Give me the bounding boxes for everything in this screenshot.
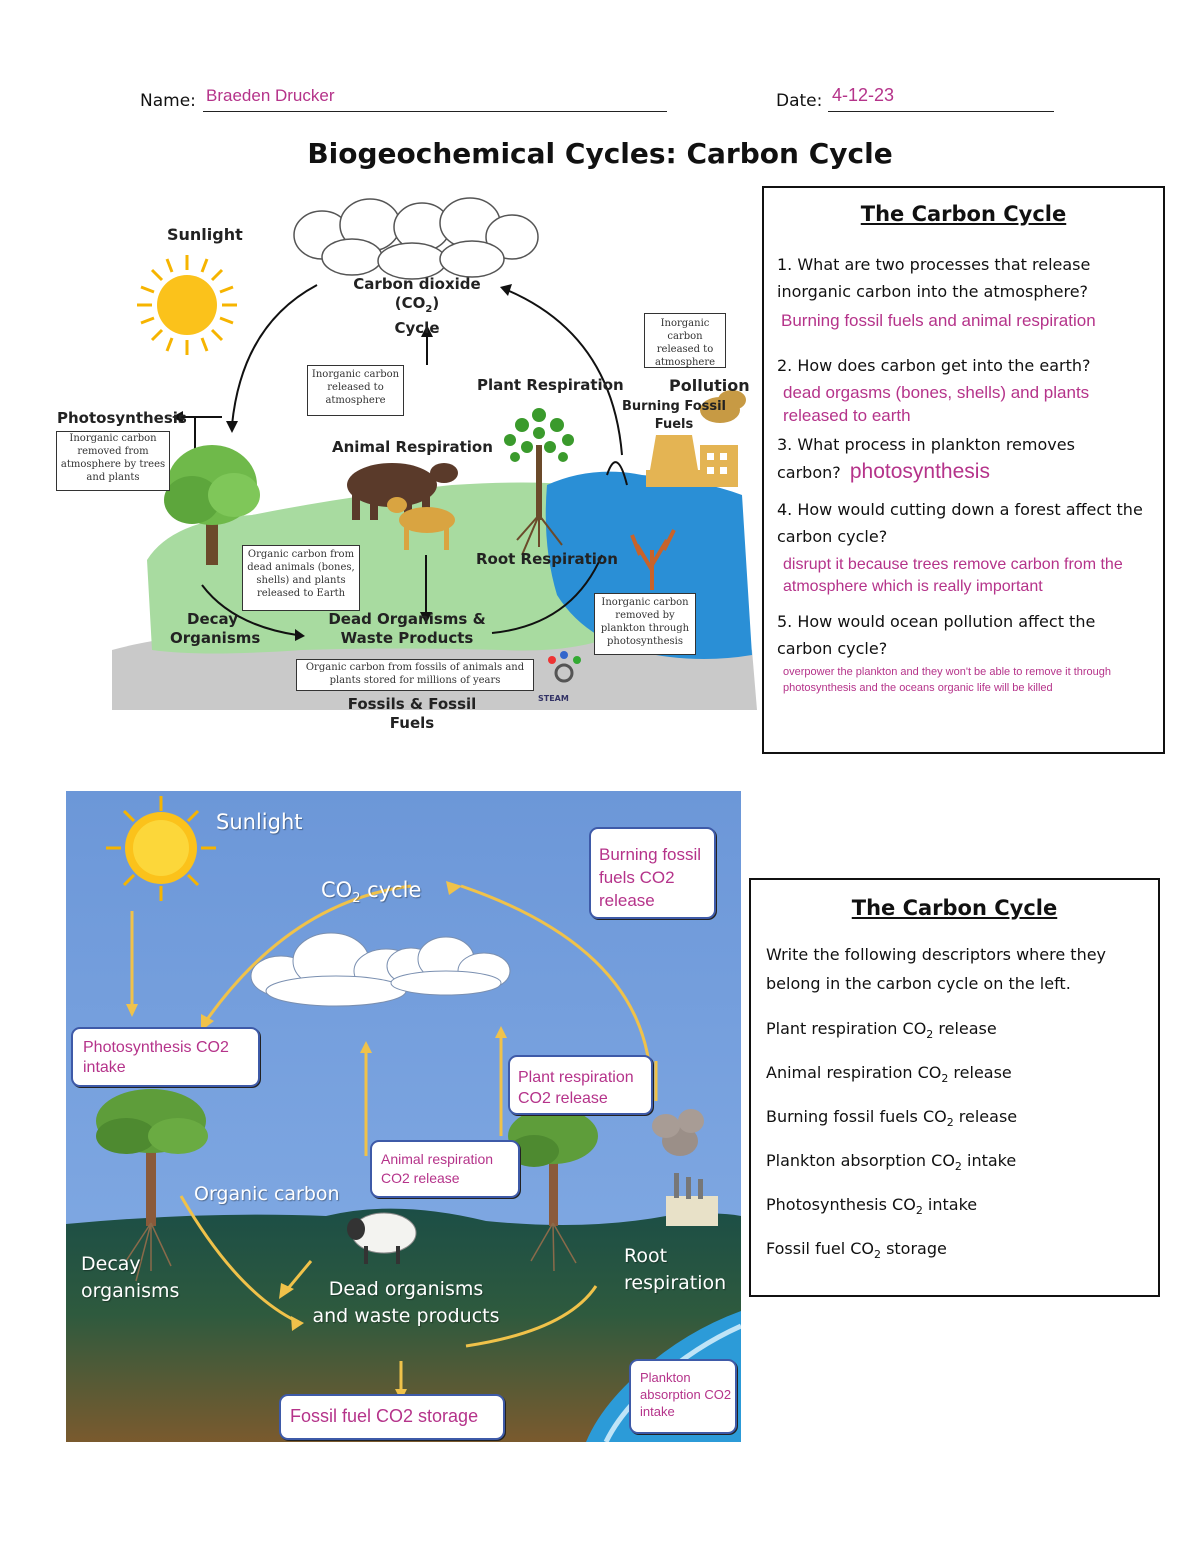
- descriptors-box-title: The Carbon Cycle: [851, 896, 1058, 920]
- plant-tree-icon: [504, 408, 574, 556]
- answer-burning-fossil-fuels[interactable]: Burning fossil fuels CO2 release: [589, 827, 716, 919]
- photosynthesis-note: Inorganic carbon removed from atmosphere…: [56, 431, 170, 491]
- cycle-arrow-ocean: [606, 461, 628, 486]
- answer-plankton-absorption[interactable]: Plankton absorption CO2 intake: [629, 1359, 737, 1434]
- question-2: 2. How does carbon get into the earth?: [777, 356, 1091, 375]
- steam-logo-icon: [548, 651, 581, 683]
- name-label: Name:: [140, 91, 196, 111]
- dead-organisms-label: Dead organisms and waste products: [312, 1278, 500, 1327]
- sunlight-label: Sunlight: [167, 225, 243, 244]
- descriptor-item: Plant respiration CO2 release: [766, 1019, 997, 1042]
- questions-box-title: The Carbon Cycle: [860, 202, 1067, 226]
- question-5: 5. How would ocean pollution affect the …: [777, 612, 1096, 658]
- fossil-note: Organic carbon from fossils of animals a…: [296, 659, 534, 691]
- cow-icon: [347, 463, 458, 520]
- answer-4[interactable]: disrupt it because trees remove carbon f…: [783, 556, 1123, 595]
- name-field[interactable]: [203, 111, 667, 112]
- goat-icon: [387, 497, 455, 550]
- decay-organisms-label: Decay Organisms: [170, 610, 261, 647]
- descriptors-box: The Carbon Cycle Write the following des…: [749, 878, 1160, 1297]
- tree-icon: [508, 1108, 598, 1226]
- page-title: Biogeochemical Cycles: Carbon Cycle: [307, 137, 893, 170]
- carbon-cycle-diagram-bottom: Sunlight CO2 cycle Organic carbon Decay …: [66, 791, 741, 1442]
- answer-5[interactable]: overpower the plankton and they won't be…: [783, 666, 1112, 694]
- cloud-icon: [250, 932, 419, 1007]
- answer-photosynthesis[interactable]: Photosynthesis CO2 intake: [71, 1027, 260, 1087]
- question-3: 3. What process in plankton removes carb…: [777, 435, 1075, 483]
- date-value: 4-12-23: [832, 85, 895, 105]
- cycle-arrow-right: [506, 289, 623, 456]
- sheep-icon: [347, 1212, 417, 1264]
- coral-icon: [630, 529, 676, 590]
- photosynthesis-label: Photosynthesis: [57, 409, 187, 427]
- pollution-label: Pollution: [669, 376, 750, 395]
- tree-icon: [96, 1089, 208, 1226]
- plant-respiration-label: Plant Respiration: [477, 376, 624, 394]
- pollution-note: Inorganic carbon released to atmosphere: [644, 313, 726, 368]
- name-value: Braeden Drucker: [206, 86, 335, 105]
- sun-icon: [137, 255, 237, 355]
- descriptor-item: Photosynthesis CO2 intake: [766, 1195, 978, 1218]
- question-1: 1. What are two processes that release i…: [777, 255, 1091, 301]
- animal-respiration-label: Animal Respiration: [332, 438, 493, 456]
- organic-carbon-note: Organic carbon from dead animals (bones,…: [242, 545, 360, 611]
- answer-fossil-fuel-storage[interactable]: Fossil fuel CO2 storage: [279, 1394, 505, 1440]
- date-field[interactable]: [828, 111, 1054, 112]
- descriptor-item: Fossil fuel CO2 storage: [766, 1239, 947, 1262]
- answer-animal-respiration[interactable]: Animal respiration CO2 release: [370, 1140, 520, 1198]
- steam-logo-text: STEAM: [538, 694, 569, 703]
- sun-icon: [106, 796, 216, 901]
- question-4: 4. How would cutting down a forest affec…: [777, 500, 1143, 546]
- sunlight-label: Sunlight: [216, 810, 303, 834]
- questions-box: The Carbon Cycle 1. What are two process…: [762, 186, 1165, 754]
- root-respiration-label: Root Respiration: [476, 550, 618, 568]
- co2-cycle-label: CO2 cycle: [321, 878, 422, 907]
- descriptors-instruction: Write the following descriptors where th…: [766, 945, 1107, 993]
- cloud-icon: [386, 936, 511, 996]
- decay-organisms-label: Decay organisms: [81, 1253, 180, 1302]
- cloud-icon: [293, 197, 539, 280]
- soil: [66, 1208, 741, 1442]
- descriptor-item: Plankton absorption CO2 intake: [766, 1151, 1017, 1174]
- tree-icon: [164, 445, 260, 565]
- answer-3[interactable]: photosynthesis: [849, 460, 990, 483]
- factory-icon: [646, 390, 746, 487]
- carbon-cycle-diagram-top: Sunlight Carbon dioxide (CO2) Cycle Phot…: [52, 195, 760, 732]
- cycle-arrow-bottom-right: [491, 554, 603, 634]
- descriptor-item: Animal respiration CO2 release: [766, 1063, 1012, 1086]
- answer-plant-respiration[interactable]: Plant respiration CO2 release: [508, 1055, 653, 1115]
- answer-1[interactable]: Burning fossil fuels and animal respirat…: [781, 311, 1096, 330]
- burning-fossil-fuels-label: Burning Fossil Fuels: [621, 399, 727, 432]
- dead-organisms-label: Dead Organisms & Waste Products: [328, 610, 486, 647]
- fossils-label: Fossils & Fossil Fuels: [347, 695, 477, 732]
- organic-carbon-label: Organic carbon: [194, 1183, 340, 1205]
- co2-cycle-label: Carbon dioxide (CO2) Cycle: [353, 275, 481, 337]
- descriptor-item: Burning fossil fuels CO2 release: [766, 1107, 1018, 1130]
- date-label: Date:: [776, 91, 823, 111]
- cycle-arrow-left: [231, 284, 318, 426]
- factory-icon: [652, 1109, 718, 1226]
- answer-2[interactable]: dead orgasms (bones, shells) and plants …: [783, 383, 1090, 425]
- root-respiration-label: Root respiration: [624, 1245, 727, 1294]
- plankton-note: Inorganic carbon removed by plankton thr…: [594, 593, 696, 655]
- animal-note: Inorganic carbon released to atmosphere: [307, 365, 404, 416]
- cycle-arrow-bottom-left: [201, 584, 298, 636]
